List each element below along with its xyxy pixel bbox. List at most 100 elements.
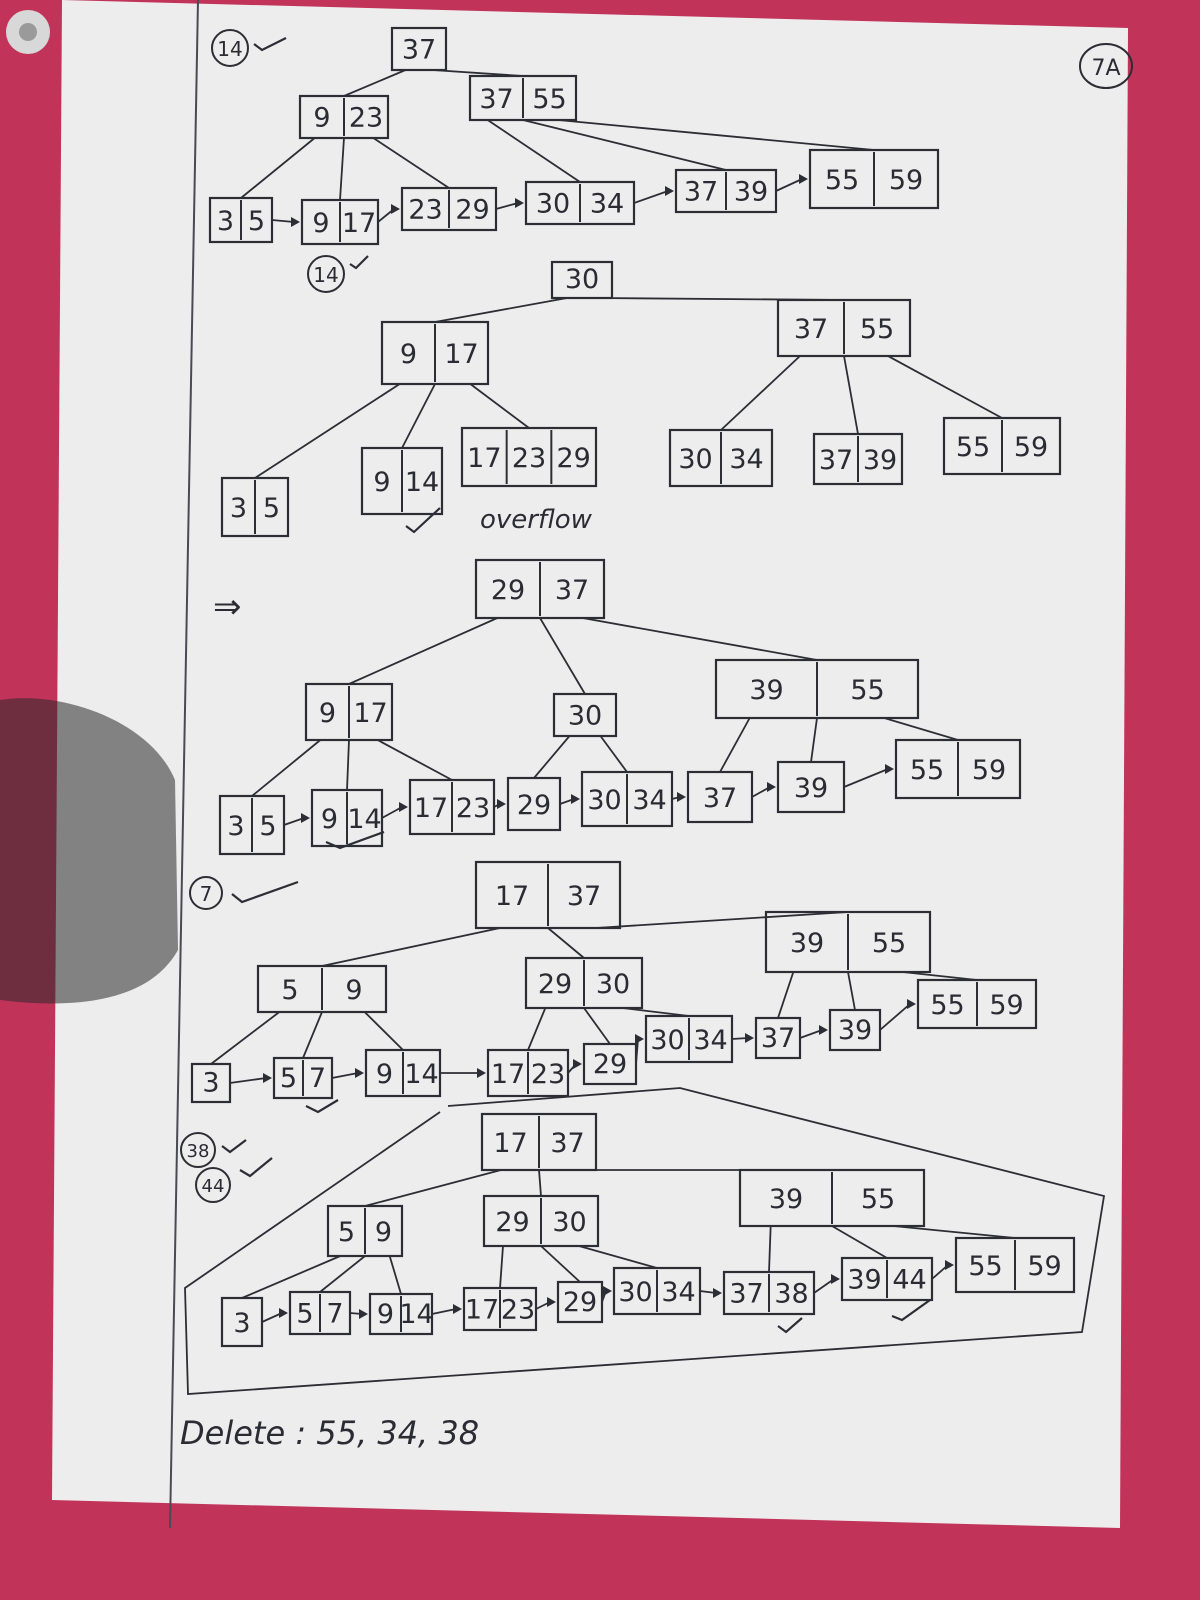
node-key: 55 — [968, 1251, 1002, 1282]
insert-mark-14-leaf: 14 — [307, 255, 369, 293]
node-key: 3 — [217, 206, 234, 237]
node-key: 9 — [345, 975, 362, 1006]
node-key: 30 — [587, 785, 621, 816]
overflow-note: overflow — [480, 505, 593, 535]
tree-edge — [339, 137, 345, 201]
tree-edge — [401, 383, 436, 449]
node-key: 17 — [491, 1059, 525, 1090]
node-key: 29 — [538, 969, 572, 1000]
tree-edge — [884, 717, 959, 741]
btree-node: 55 59 — [954, 1236, 1076, 1294]
node-key: 9 — [313, 102, 330, 133]
node-box — [524, 956, 644, 1010]
node-key: 9 — [375, 1217, 392, 1248]
node-box — [550, 260, 614, 300]
btree-node: 29 — [556, 1280, 604, 1324]
node-key: 30 — [536, 188, 570, 219]
insert-mark-38: 38 — [180, 1132, 247, 1168]
node-key: 34 — [693, 1025, 727, 1056]
node-box — [190, 1062, 232, 1104]
node-box — [256, 964, 388, 1014]
node-key: 3 — [230, 493, 247, 524]
node-key: 39 — [863, 445, 897, 476]
node-key: 29 — [563, 1287, 597, 1318]
node-key: 37 — [555, 575, 589, 606]
node-key: 23 — [456, 793, 490, 824]
node-key: 37 — [703, 783, 737, 814]
node-key: 39 — [749, 675, 783, 706]
node-box — [776, 298, 912, 358]
node-box — [460, 426, 598, 488]
node-box — [326, 1204, 404, 1258]
tree-edge — [434, 297, 568, 323]
node-key: 7 — [309, 1063, 326, 1094]
node-key: 14 — [347, 804, 381, 835]
btree-node: 29 — [506, 776, 562, 832]
tree-edge — [887, 355, 1003, 419]
btree-node: 37 — [390, 26, 448, 72]
node-box — [462, 1286, 538, 1332]
tree-edge — [499, 1245, 504, 1289]
node-key: 59 — [889, 165, 923, 196]
node-box — [776, 760, 846, 814]
node-box — [812, 432, 904, 486]
node-key: 17 — [495, 881, 529, 912]
node-key: 29 — [517, 790, 551, 821]
tree-edge — [522, 119, 727, 171]
tree-edge — [582, 617, 818, 661]
node-key: 30 — [650, 1025, 684, 1056]
leaf-link-arrow — [349, 1309, 368, 1319]
node-box — [486, 1048, 570, 1098]
tree-edge — [210, 1011, 280, 1065]
node-key: 29 — [556, 443, 590, 474]
leaf-link-arrow — [331, 1068, 364, 1079]
tree-edge — [527, 1007, 547, 1051]
node-key: 23 — [531, 1059, 565, 1090]
leaf-link-arrow — [633, 186, 674, 204]
node-box — [668, 428, 774, 488]
leaf-link-arrow — [813, 1274, 840, 1294]
svg-text:14: 14 — [313, 263, 338, 287]
leaf-link-arrow — [843, 764, 894, 788]
node-key: 55 — [956, 432, 990, 463]
node-key: 9 — [373, 467, 390, 498]
insert-mark-7: 7 — [189, 876, 299, 910]
node-box — [300, 198, 380, 246]
btree-node: 30 34 — [524, 180, 636, 226]
node-key: 55 — [532, 84, 566, 115]
node-key: 23 — [408, 194, 442, 225]
btree-node: 39 — [776, 760, 846, 814]
leaf-link-arrow — [699, 1288, 722, 1298]
node-key: 55 — [872, 928, 906, 959]
tree-edge — [843, 355, 859, 435]
btree-node: 30 34 — [644, 1014, 734, 1064]
page-number: 7A — [1079, 43, 1133, 89]
node-key: 9 — [321, 804, 338, 835]
node-key: 5 — [263, 493, 280, 524]
node-box — [828, 1008, 882, 1052]
node-box — [380, 320, 490, 386]
node-key: 59 — [1027, 1251, 1061, 1282]
tree-edge — [847, 971, 856, 1011]
node-box — [916, 978, 1038, 1030]
insert-mark-44: 44 — [195, 1157, 273, 1203]
node-key: 34 — [590, 188, 624, 219]
